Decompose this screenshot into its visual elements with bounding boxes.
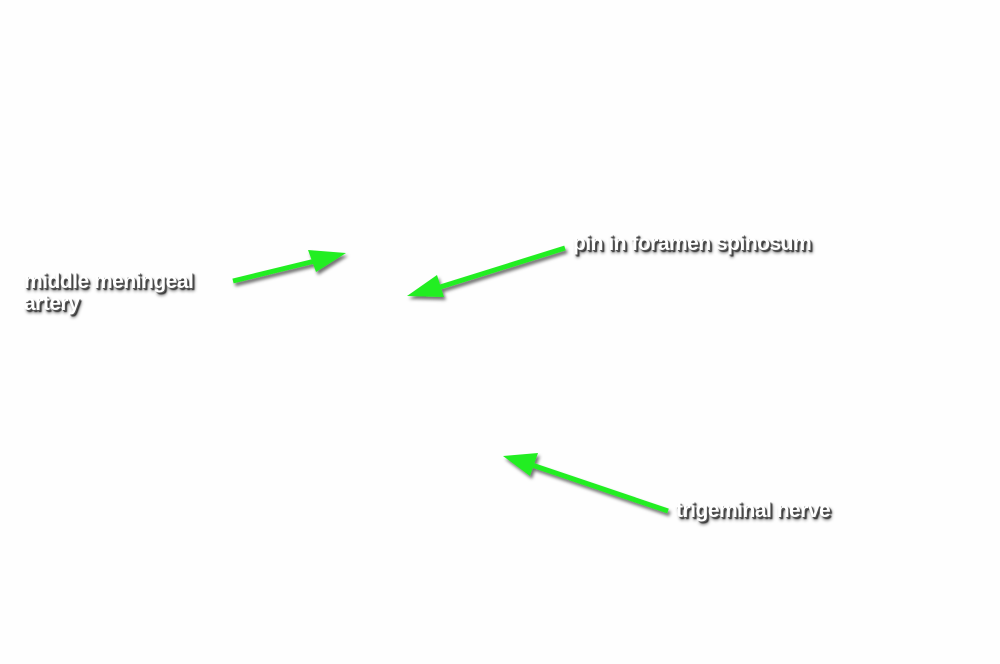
arrow-middle-meningeal: [232, 250, 346, 284]
label-pin-foramen-spinosum: pin in foramen spinosum: [573, 232, 812, 255]
arrow-pin: [407, 245, 566, 297]
label-trigeminal-nerve: trigeminal nerve: [676, 499, 831, 522]
label-line-1: middle meningeal: [24, 270, 194, 293]
label-line-2: artery: [24, 292, 80, 315]
arrow-trigeminal: [503, 453, 669, 514]
label-middle-meningeal-artery: middle meningeal artery: [24, 270, 194, 315]
